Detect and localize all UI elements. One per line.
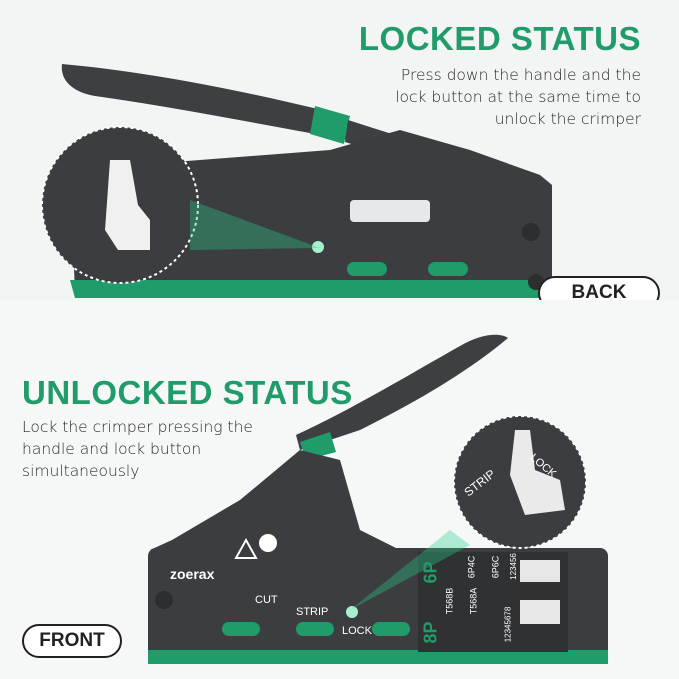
- strip-label: STRIP: [296, 606, 329, 618]
- port-568b-label: T568B: [444, 587, 455, 615]
- cut-label: CUT: [255, 594, 278, 606]
- locked-status-description: Press down the handle and the lock butto…: [341, 64, 641, 130]
- pin-numbers-8: 12345678: [503, 606, 513, 643]
- description-line: handle and lock button: [22, 440, 202, 458]
- lock-label: LOCK: [342, 625, 372, 637]
- locked-status-panel: LOCKED STATUS Press down the handle and …: [0, 0, 679, 340]
- port-568a-label: T568A: [468, 587, 479, 615]
- port-8p-label: 8P: [420, 621, 441, 644]
- port-6p-label: 6P: [420, 561, 441, 584]
- crimper-back-illustration: [41, 64, 552, 298]
- description-line: Press down the handle and the: [400, 66, 641, 84]
- crimper-front-illustration: [148, 334, 608, 664]
- description-line: Lock the crimper pressing the: [22, 418, 253, 436]
- front-badge: FRONT: [22, 624, 122, 658]
- warning-icon: [234, 537, 258, 559]
- unlocked-status-title: UNLOCKED STATUS: [22, 374, 353, 411]
- unlocked-status-description: Lock the crimper pressing the handle and…: [22, 416, 282, 482]
- description-line: unlock the crimper: [494, 110, 641, 128]
- description-line: lock button at the same time to: [395, 88, 641, 106]
- port-6p4c-label: 6P4C: [466, 555, 477, 579]
- unlocked-status-panel: zoerax CUT STRIP LOCK STRIP LOCK 8P 6P T…: [0, 300, 679, 679]
- port-6p6c-label: 6P6C: [490, 555, 501, 579]
- globe-icon: [259, 534, 277, 552]
- locked-status-title: LOCKED STATUS: [358, 20, 641, 57]
- description-line: simultaneously: [22, 462, 140, 480]
- brand-logo-text: zoerax: [170, 566, 215, 582]
- pin-numbers-6: 123456: [508, 553, 518, 580]
